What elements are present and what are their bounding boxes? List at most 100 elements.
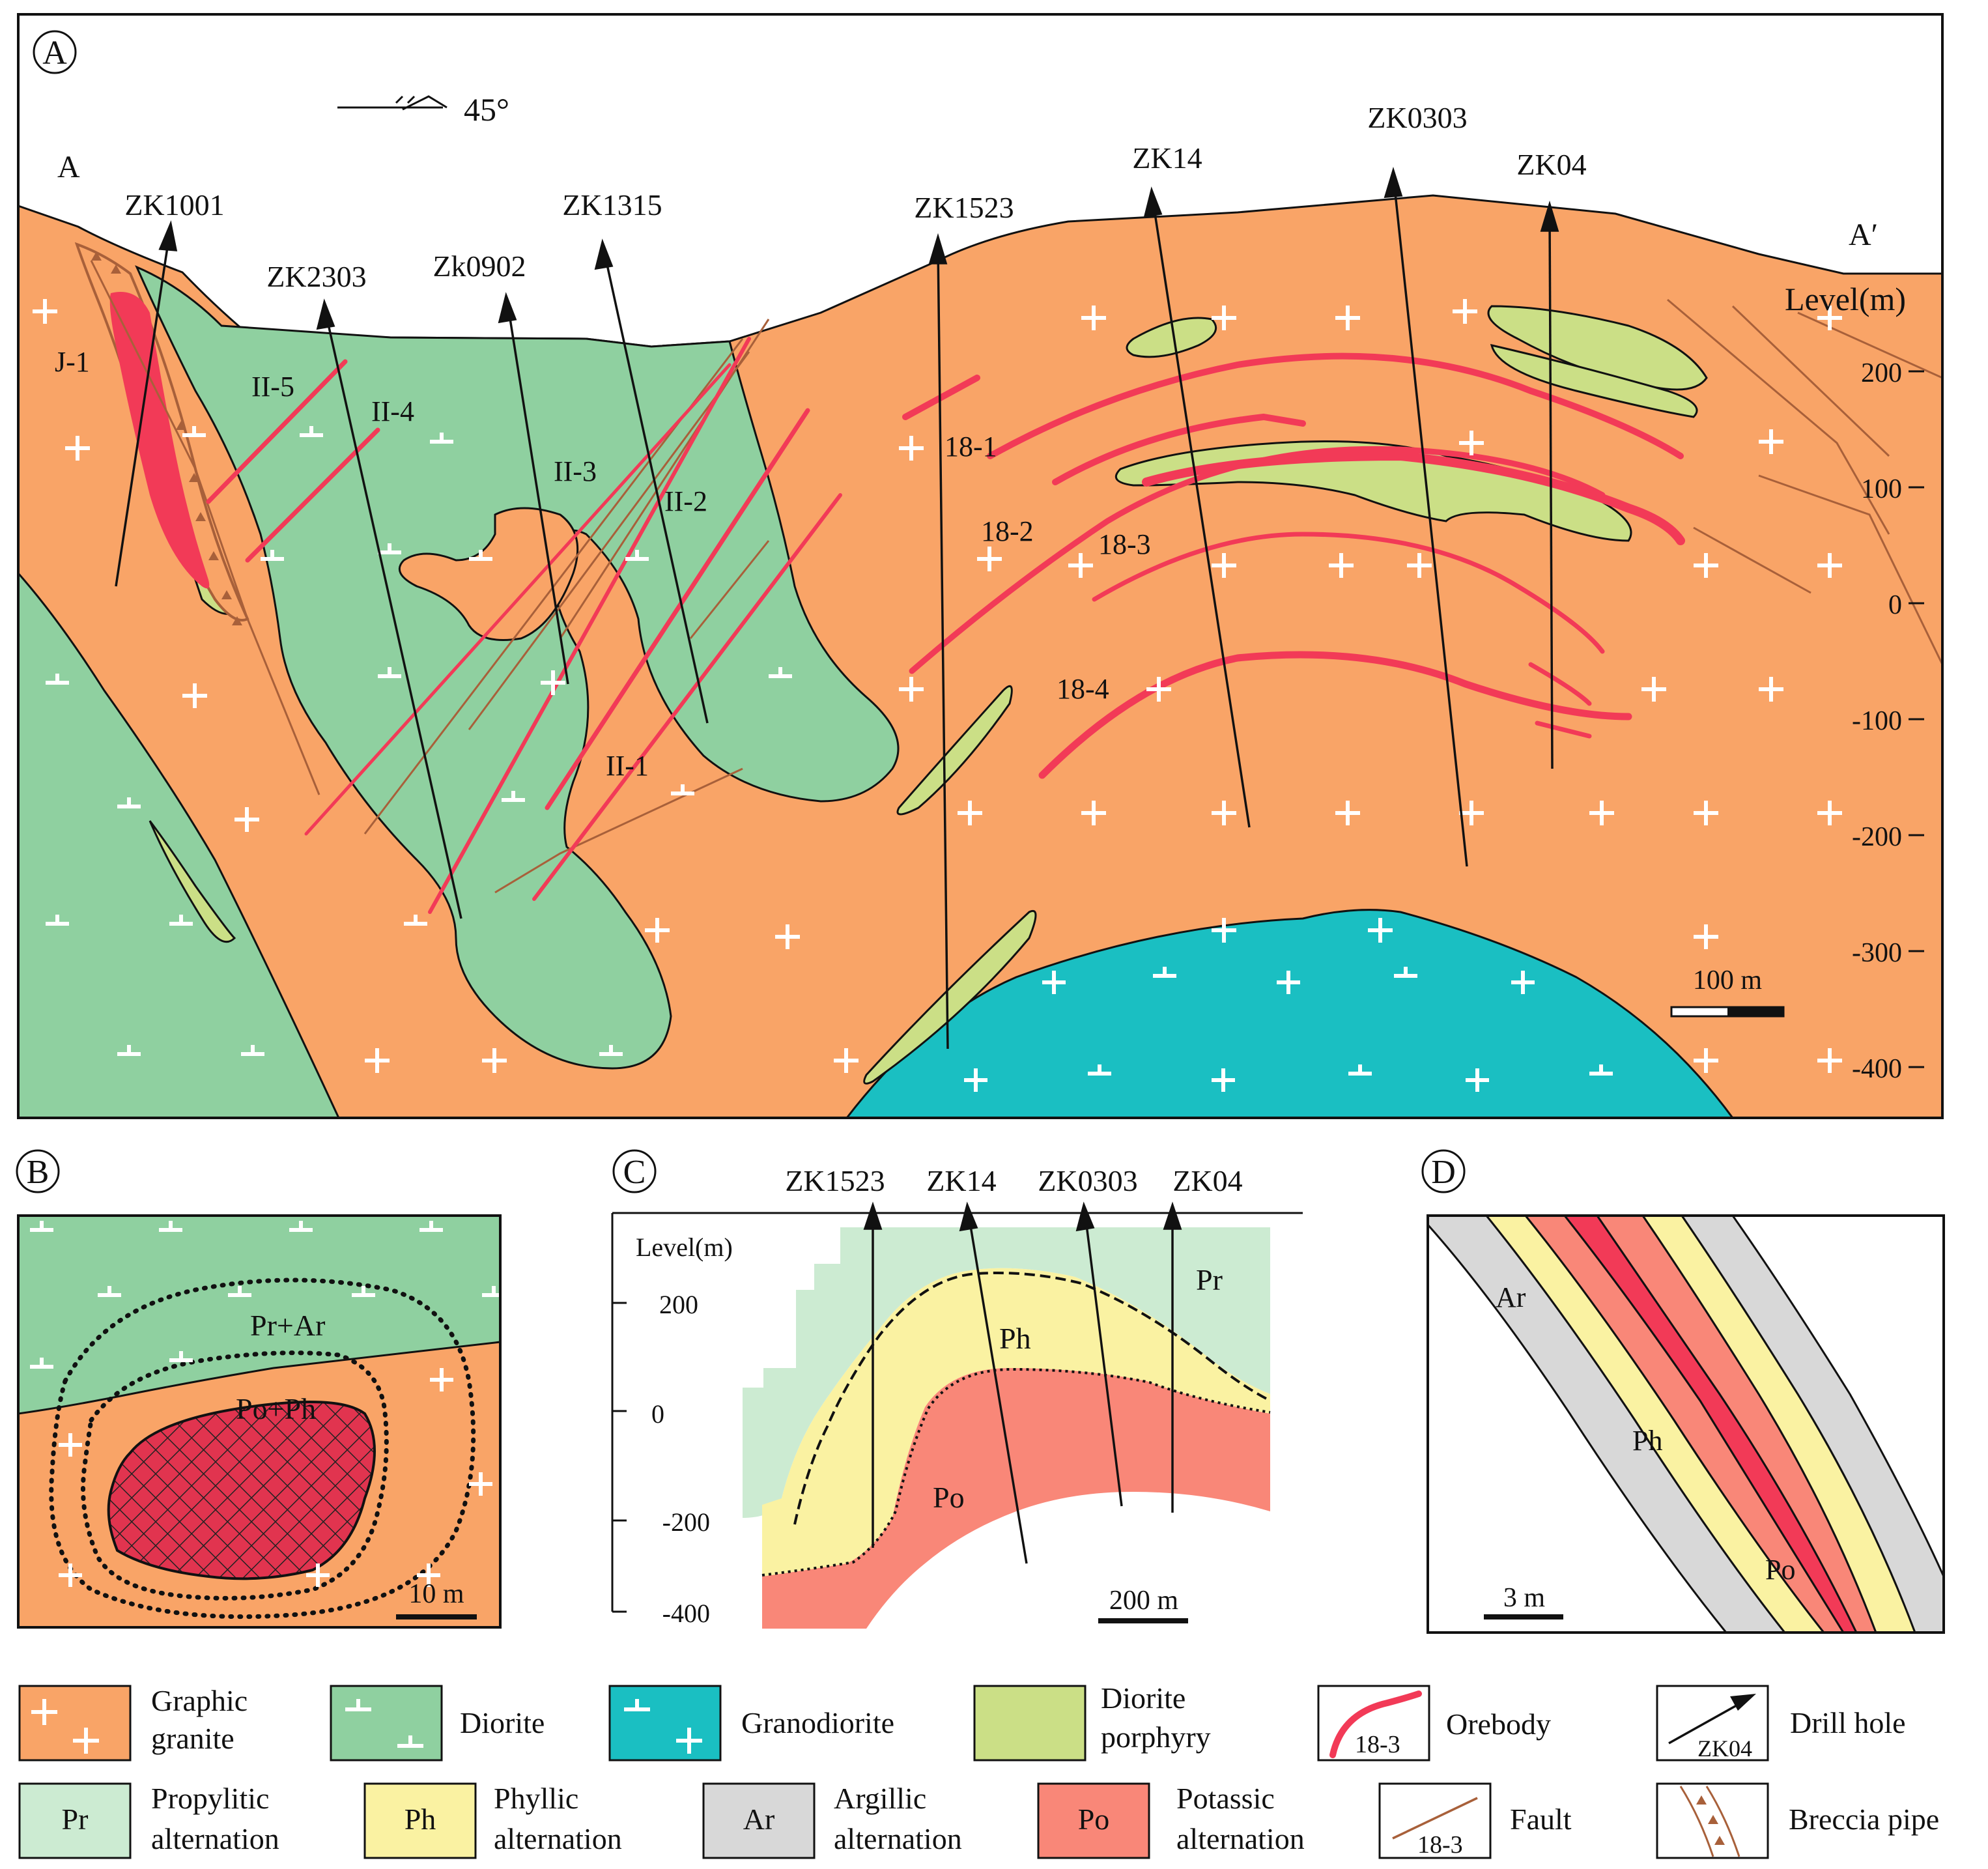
drill-hole-label: ZK04: [1172, 1164, 1242, 1197]
orebody-label: 18-1: [944, 431, 997, 463]
diorite-central-body: [135, 265, 900, 1070]
legend-label: Graphic: [151, 1684, 248, 1717]
legend-graphic-granite: Graphic granite: [18, 1684, 248, 1762]
legend-label: Diorite: [460, 1706, 545, 1739]
level-tick: -300: [1852, 938, 1902, 968]
legend-fault: 18-3 Fault: [1378, 1782, 1572, 1859]
zone-label-ph-d: Ph: [1632, 1425, 1662, 1457]
drill-hole-label: ZK14: [1132, 141, 1202, 175]
level-tick: -200: [1852, 822, 1902, 852]
legend-label: Argillic: [834, 1782, 926, 1815]
orebody-veins: [206, 337, 1685, 914]
diorite-symbols: [46, 426, 792, 1056]
legend-label: porphyry: [1101, 1720, 1211, 1754]
scale-bar-a: [1670, 1006, 1785, 1018]
legend-swatch: [608, 1685, 722, 1762]
legend-label: Propylitic: [151, 1782, 269, 1815]
panel-b: B Pr+Ar Po+Ph 10 m: [16, 1149, 502, 1629]
level-tick: 100: [1861, 474, 1902, 504]
panel-d-frame: [1427, 1214, 1945, 1634]
zone-label-pr-ar: Pr+Ar: [250, 1309, 325, 1342]
legend-swatch: [1037, 1782, 1150, 1859]
panel-b-symbols: [30, 1221, 500, 1587]
level-label-a: Level(m): [1785, 281, 1906, 317]
panel-b-letter-circle: [16, 1149, 60, 1193]
level-tick: 0: [651, 1399, 664, 1429]
arrow-head-icon: [1730, 1694, 1756, 1711]
legend-label: Drill hole: [1790, 1706, 1906, 1739]
panel-b-ore-core: [107, 1401, 376, 1580]
legend-swatch: [18, 1782, 132, 1859]
orebody-label: II-2: [664, 485, 707, 517]
legend-label: alternation: [494, 1822, 622, 1855]
orientation-label: 45°: [464, 91, 509, 128]
legend-swatch: [1378, 1782, 1492, 1859]
legend-label: alternation: [834, 1822, 962, 1855]
drill-hole-label: Zk0902: [433, 250, 526, 283]
legend-sample-label: 18-3: [1417, 1831, 1463, 1859]
panel-a-frame: [17, 13, 1944, 1119]
drill-hole-labels-a: ZK1001 ZK2303 Zk0902 ZK1315 ZK1523 ZK14 …: [124, 101, 1586, 293]
level-tick: -200: [662, 1507, 710, 1537]
legend-label: Fault: [1510, 1803, 1572, 1836]
legend-label: Potassic: [1176, 1782, 1275, 1815]
drill-hole-label: ZK1001: [124, 188, 224, 221]
legend-label: granite: [151, 1722, 234, 1755]
legend-sample-label: 18-3: [1355, 1731, 1400, 1758]
zone-label-pr: Pr: [1196, 1263, 1223, 1296]
granodiorite-symbols: [964, 967, 1613, 1092]
level-axis: [1909, 370, 1924, 1068]
diorite-symbol: [345, 1699, 423, 1748]
panel-c-zone-ph: [762, 1268, 1270, 1577]
scale-label-a: 100 m: [1693, 965, 1763, 995]
orebody-label: 18-4: [1057, 673, 1109, 705]
orientation-arrow: [337, 95, 447, 111]
level-ticks-c: 200 0 -200 -400: [651, 1290, 710, 1628]
scale-label-b: 10 m: [408, 1579, 464, 1609]
zone-label-ar-d: Ar: [1496, 1281, 1526, 1313]
orebody-label: 18-3: [1098, 528, 1151, 560]
legend-phyllic: Ph Phyllic alternation: [363, 1782, 622, 1859]
legend-diorite: Diorite: [330, 1685, 545, 1762]
orebody-label: II-5: [251, 371, 294, 403]
orebody-label: II-4: [371, 395, 414, 427]
legend-label: alternation: [151, 1822, 279, 1855]
drill-holes: [115, 167, 1559, 1049]
panel-b-letter: B: [27, 1154, 50, 1191]
panel-a: A 45° A A′ Level(m) 200 100 0 -100 -200 …: [17, 13, 1944, 1119]
scale-label-d: 3 m: [1503, 1583, 1546, 1613]
legend-code: Pr: [62, 1803, 89, 1836]
level-tick: -400: [662, 1599, 710, 1628]
drill-hole-label: ZK2303: [266, 260, 366, 293]
panel-c-letter-circle: [612, 1149, 657, 1193]
legend-label: Phyllic: [494, 1782, 578, 1815]
legend-swatch: [330, 1685, 443, 1762]
panel-c-drill-holes: [863, 1201, 1182, 1564]
panel-a-letter-circle: [33, 30, 77, 74]
legend-argillic: Ar Argillic alternation: [702, 1782, 962, 1859]
legend-label: Diorite: [1101, 1681, 1186, 1715]
orebody-label: 18-2: [981, 515, 1034, 547]
orebody-symbol: [1329, 1691, 1422, 1758]
zone-label-po-ph: Po+Ph: [236, 1392, 316, 1425]
drill-hole-label: ZK0303: [1038, 1164, 1137, 1197]
legend-swatch: [973, 1685, 1086, 1762]
legend-label: alternation: [1176, 1822, 1305, 1855]
level-tick: 0: [1888, 590, 1902, 620]
panel-c-pr-boundary: [793, 1272, 1271, 1525]
panel-b-zone-outer: [49, 1277, 476, 1619]
level-tick: -400: [1852, 1054, 1902, 1084]
drill-hole-label: ZK14: [926, 1164, 996, 1197]
zone-label-ph: Ph: [999, 1322, 1031, 1355]
level-tick: -100: [1852, 706, 1902, 736]
zone-ar-right: [1681, 1216, 1944, 1633]
panel-a-letter: A: [42, 35, 67, 72]
drill-hole-label: ZK1523: [785, 1164, 885, 1197]
breccia-triangles-icon: [1696, 1795, 1725, 1845]
legend-label: Orebody: [1446, 1707, 1551, 1741]
panel-c-zone-pr: [743, 1227, 1270, 1518]
level-label-c: Level(m): [636, 1233, 733, 1262]
legend-code: Po: [1078, 1803, 1110, 1836]
legend-swatch: [18, 1685, 132, 1762]
